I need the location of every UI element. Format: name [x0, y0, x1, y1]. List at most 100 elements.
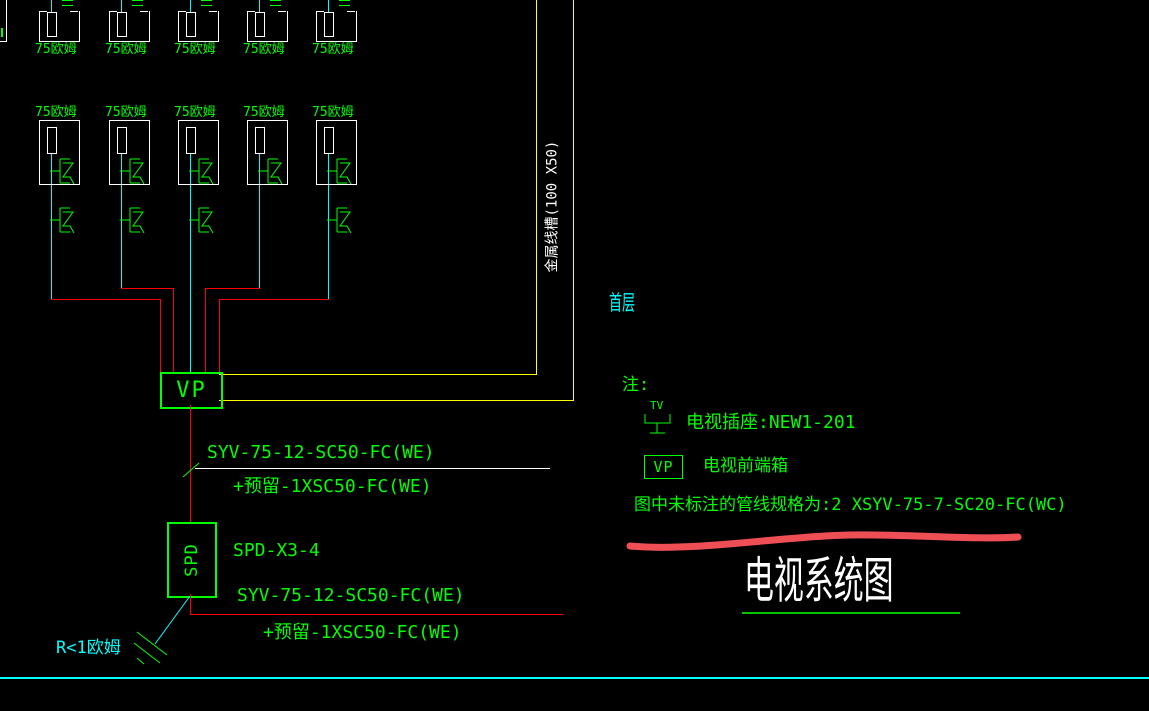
feeder-line	[205, 288, 260, 289]
leader-line	[195, 468, 550, 469]
ground-resistance-label: R<1欧姆	[56, 638, 121, 658]
feeder-riser	[190, 405, 191, 522]
tv-tap-icon	[189, 158, 214, 185]
tv-outlet-box	[247, 120, 288, 185]
outlet-label: 75欧姆	[312, 105, 354, 120]
feeder-line	[190, 594, 191, 615]
tv-tap-icon	[120, 207, 145, 234]
feeder-line	[205, 288, 206, 372]
tv-outlet-box	[178, 120, 219, 185]
tv-socket-note: 电视插座:NEW1-201	[686, 412, 856, 433]
terminator-box	[109, 11, 150, 42]
tv-outlet-box	[109, 120, 150, 185]
coax-drop	[51, 130, 52, 299]
feeder-line	[219, 299, 220, 372]
terminator-box-top-stub	[70, 11, 78, 12]
outlet-resistor	[255, 127, 265, 154]
reserve-cable-label: +预留-1XSC50-FC(WE)	[233, 476, 432, 497]
terminator-resistor	[255, 12, 265, 37]
cable-tray-line	[573, 0, 574, 401]
cable-tray-label: 金属线槽(100 X50)	[544, 140, 561, 273]
vp-legend-box: VP	[644, 455, 683, 479]
feeder-cable-label: SYV-75-12-SC50-FC(WE)	[207, 442, 435, 463]
coax-drop	[328, 130, 329, 299]
terminator-box-top-stub	[140, 11, 148, 12]
cutoff-tap-fragment	[201, 0, 212, 6]
tv-socket-icon	[644, 414, 671, 434]
cutoff-tap-fragment	[62, 0, 73, 6]
spd-model-label: SPD-X3-4	[233, 540, 320, 561]
terminator-label: 75欧姆	[312, 42, 354, 57]
feeder-line	[219, 299, 329, 300]
terminator-box	[316, 11, 357, 42]
reserve-cable-label: +预留-1XSC50-FC(WE)	[263, 622, 462, 643]
outlet-label: 75欧姆	[105, 105, 147, 120]
floor-label: 首层	[609, 291, 636, 315]
coax-stub	[51, 0, 52, 13]
outlet-resistor	[186, 127, 196, 154]
cutoff-tap-fragment	[1, 28, 3, 37]
drawing-title: 电视系统图	[744, 552, 894, 610]
coax-drop-to-vp	[190, 130, 191, 372]
ground-line	[0, 677, 1149, 679]
cable-tray-line	[219, 400, 574, 401]
terminator-box-top-stub	[347, 11, 355, 12]
tv-tap-icon	[50, 158, 75, 185]
outlet-label: 75欧姆	[243, 105, 285, 120]
feeder-line	[190, 614, 563, 615]
coax-stub	[328, 0, 329, 13]
feeder-cable-label: SYV-75-12-SC50-FC(WE)	[237, 585, 465, 606]
terminator-resistor	[47, 12, 57, 37]
tv-symbol-text: TV	[650, 399, 664, 412]
terminator-box-top-stub	[316, 11, 324, 12]
tv-tap-icon	[189, 207, 214, 234]
feeder-line	[51, 299, 161, 300]
tv-tap-icon	[258, 158, 283, 185]
terminator-box-top-stub	[109, 11, 117, 12]
terminator-label: 75欧姆	[35, 42, 77, 57]
coax-stub	[121, 0, 122, 13]
terminator-resistor	[117, 12, 127, 37]
vp-note: 电视前端箱	[703, 456, 788, 476]
tv-tap-icon	[327, 158, 352, 185]
spd-box: SPD	[167, 522, 217, 598]
notes-header: 注:	[622, 375, 650, 395]
feeder-line	[173, 288, 174, 372]
outlet-resistor	[117, 127, 127, 154]
tv-tap-icon	[50, 207, 75, 234]
cutoff-box-wall	[6, 0, 7, 41]
earth-ground-icon	[133, 595, 191, 665]
outlet-resistor	[47, 127, 57, 154]
terminator-label: 75欧姆	[243, 42, 285, 57]
vp-front-end-box: VP	[160, 372, 223, 409]
feeder-line	[121, 288, 174, 289]
vp-box-label: VP	[176, 378, 207, 403]
terminator-box-top-stub	[247, 11, 255, 12]
terminator-box	[247, 11, 288, 42]
tv-tap-icon	[120, 158, 145, 185]
vp-legend-text: VP	[653, 458, 674, 476]
coax-drop	[121, 130, 122, 288]
pipe-note: 图中未标注的管线规格为:2 XSYV-75-7-SC20-FC(WC)	[634, 495, 1067, 515]
terminator-box-top-stub	[178, 11, 186, 12]
terminator-box	[178, 11, 219, 42]
tv-tap-icon	[327, 207, 352, 234]
terminator-label: 75欧姆	[174, 42, 216, 57]
outlet-label: 75欧姆	[174, 105, 216, 120]
terminator-box-top-stub	[278, 11, 286, 12]
title-underline	[742, 612, 960, 614]
cable-tick-mark	[182, 462, 200, 478]
terminator-label: 75欧姆	[105, 42, 147, 57]
tv-outlet-box	[39, 120, 80, 185]
coax-drop	[259, 130, 260, 288]
spd-box-label: SPD	[182, 543, 202, 577]
terminator-resistor	[186, 12, 196, 37]
coax-stub	[190, 0, 191, 13]
cutoff-tap-fragment	[270, 0, 281, 6]
cutoff-tap-fragment	[132, 0, 143, 6]
cable-tray-line	[536, 0, 537, 375]
tv-outlet-box	[316, 120, 357, 185]
feeder-line	[160, 299, 161, 372]
outlet-resistor	[324, 127, 334, 154]
